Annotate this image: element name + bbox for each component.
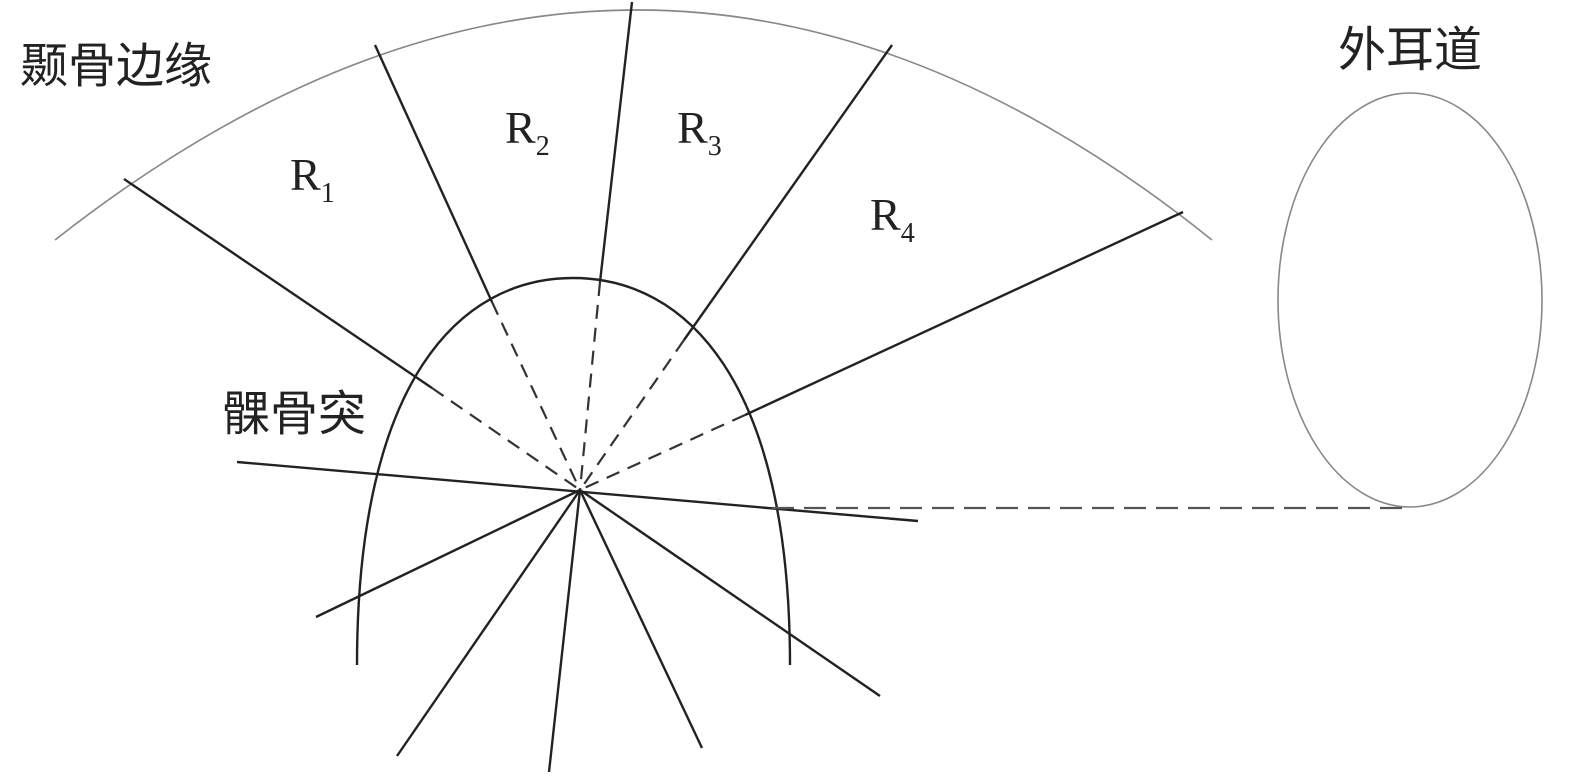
region-label-r1: R1 xyxy=(290,149,335,209)
region-r1-letter: R xyxy=(290,149,321,200)
temporal-bone-edge-label: 颞骨边缘 xyxy=(20,38,212,94)
condyle-label: 髁骨突 xyxy=(222,386,366,442)
region-r3-subscript: 3 xyxy=(708,131,722,162)
radial-line-1-outer xyxy=(123,178,433,389)
region-r3-letter: R xyxy=(677,102,708,153)
region-r4-letter: R xyxy=(870,189,901,240)
region-r1-subscript: 1 xyxy=(321,178,335,209)
radial-line-1-inner xyxy=(431,387,581,491)
region-r2-subscript: 2 xyxy=(536,131,550,162)
region-r2-letter: R xyxy=(505,102,536,153)
region-label-r3: R3 xyxy=(677,102,722,162)
lower-ray-1 xyxy=(315,488,581,619)
external-auditory-canal-ellipse xyxy=(1277,92,1543,508)
radial-line-3-outer xyxy=(598,1,634,283)
radial-line-5-outer xyxy=(744,210,1184,417)
radial-line-5-inner xyxy=(579,413,746,492)
lower-ray-5 xyxy=(579,489,881,697)
region-r4-subscript: 4 xyxy=(901,218,915,249)
lower-ray-3 xyxy=(547,489,582,773)
lower-ray-2 xyxy=(396,489,581,757)
condyle-outline xyxy=(355,276,792,666)
external-auditory-canal-label: 外耳道 xyxy=(1338,22,1482,78)
radial-line-2-outer xyxy=(373,44,494,303)
region-label-r2: R2 xyxy=(505,102,550,162)
radial-line-2-inner xyxy=(491,301,581,491)
region-label-r4: R4 xyxy=(870,189,915,249)
radial-line-3-inner xyxy=(578,281,602,491)
lower-ray-4 xyxy=(578,489,704,749)
temporal-bone-edge-arc xyxy=(54,9,1213,241)
radial-line-4-inner xyxy=(579,339,685,491)
radial-line-4-outer xyxy=(683,44,893,341)
